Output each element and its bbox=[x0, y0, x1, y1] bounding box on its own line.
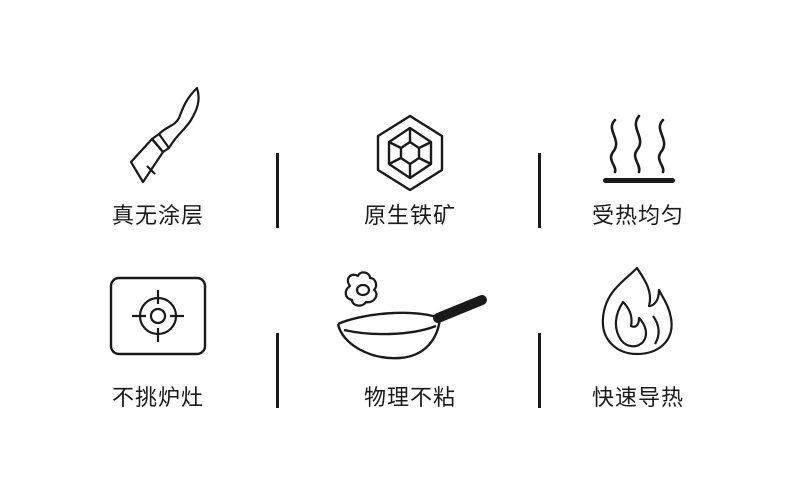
feature-fast-conduction: 快速导热 bbox=[538, 258, 738, 418]
feature-no-coating: 真无涂层 bbox=[58, 78, 258, 238]
ore-crystal-icon bbox=[376, 114, 444, 192]
brush-icon bbox=[129, 86, 200, 184]
flame-icon bbox=[601, 266, 673, 356]
feature-label: 受热均匀 bbox=[591, 204, 684, 229]
feature-any-stove: 不挑炉灶 bbox=[58, 258, 258, 418]
divider bbox=[538, 333, 541, 408]
divider bbox=[276, 333, 279, 408]
feature-label: 真无涂层 bbox=[111, 204, 204, 229]
divider bbox=[538, 153, 541, 228]
divider bbox=[276, 153, 279, 228]
feature-even-heating: 受热均匀 bbox=[538, 78, 738, 238]
feature-label: 原生铁矿 bbox=[363, 204, 456, 229]
stove-burner-icon bbox=[109, 276, 207, 356]
feature-label: 快速导热 bbox=[591, 386, 684, 411]
feature-native-iron-ore: 原生铁矿 bbox=[310, 78, 510, 238]
feature-physical-nonstick: 物理不粘 bbox=[310, 258, 510, 418]
feature-label: 不挑炉灶 bbox=[111, 386, 204, 411]
feature-label: 物理不粘 bbox=[363, 386, 456, 411]
wok-egg-icon bbox=[336, 271, 487, 360]
heat-waves-icon bbox=[603, 114, 675, 183]
